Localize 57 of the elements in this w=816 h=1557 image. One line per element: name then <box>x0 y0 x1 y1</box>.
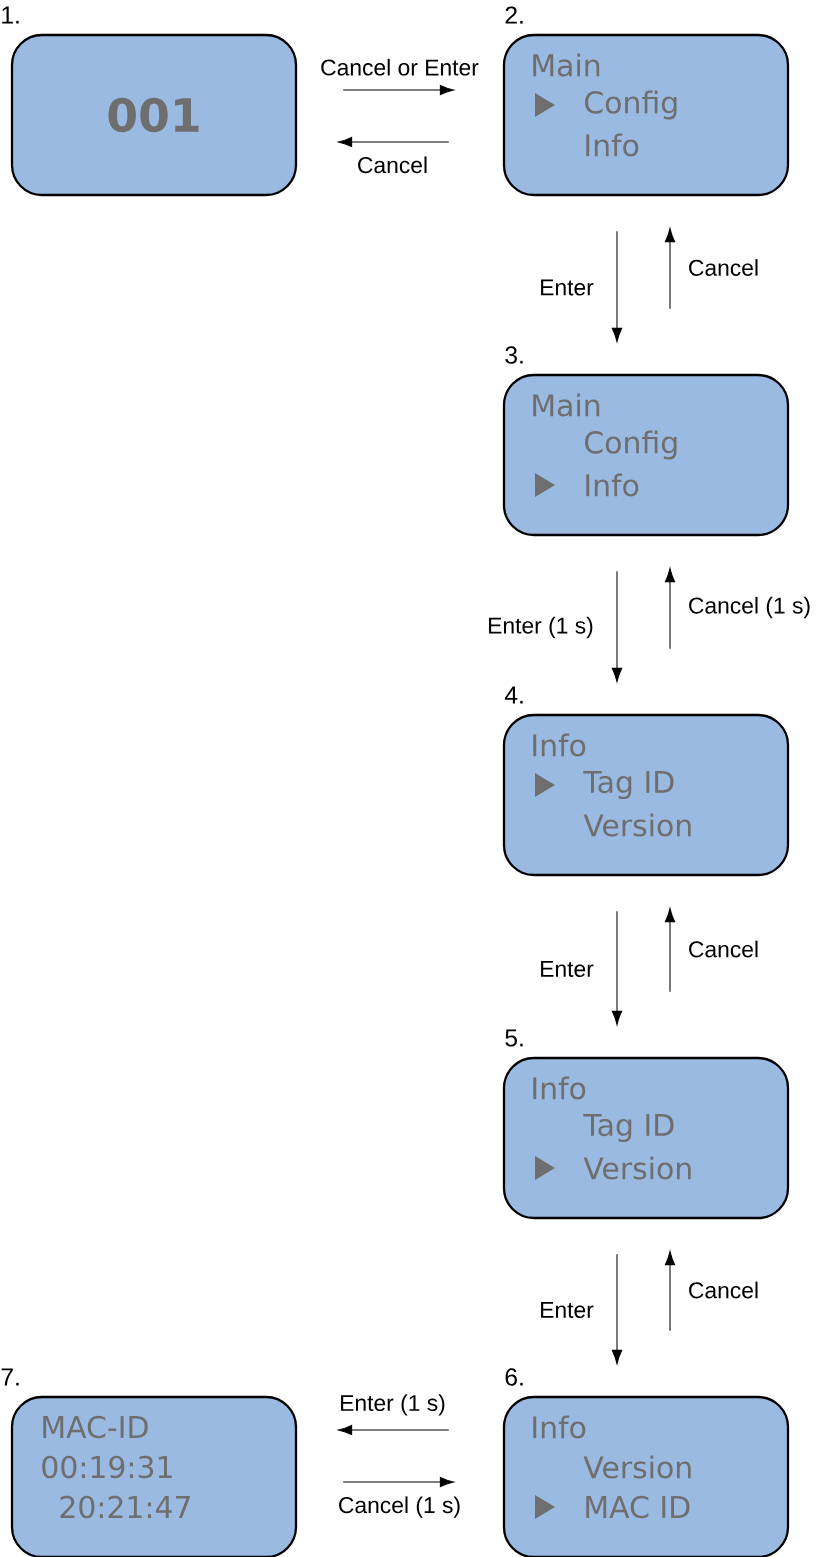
edge-label: Enter (1 s) <box>489 616 593 639</box>
step-number: 2. <box>505 6 523 24</box>
arrow <box>664 568 676 650</box>
step-number: 7. <box>1 1368 19 1386</box>
edge-label: Enter <box>541 279 594 296</box>
edge-label: Enter <box>541 1302 594 1318</box>
edge-label: Enter <box>541 961 594 977</box>
edge-label: Cancel (1 s) <box>339 1496 460 1518</box>
edge-label: Enter (1 s) <box>341 1394 445 1416</box>
arrow <box>611 230 623 343</box>
display-screen <box>10 1395 298 1557</box>
display-text: MAC ID <box>586 1495 690 1519</box>
edge-label: Cancel <box>689 940 758 958</box>
display-text: Version <box>583 1156 691 1180</box>
display-text: MAC-ID <box>43 1415 148 1439</box>
display-text: Config <box>585 90 677 120</box>
display-text: 001 <box>108 97 199 133</box>
display-text: Main <box>533 53 600 77</box>
step-number: 1. <box>2 6 19 24</box>
arrow <box>342 1476 455 1488</box>
display-text: Info <box>533 1415 586 1439</box>
arrow <box>342 84 455 96</box>
step-number: 5. <box>505 1029 523 1047</box>
arrow <box>611 570 623 683</box>
display-screen <box>502 1056 790 1220</box>
display-text: Version <box>583 1455 691 1479</box>
display-text: 00:19:31 <box>42 1455 172 1479</box>
display-screen <box>502 713 790 877</box>
arrow <box>611 910 623 1026</box>
display-text: Info <box>533 1076 586 1100</box>
edge-label: Cancel or Enter <box>321 58 479 76</box>
step-number: 6. <box>505 1368 523 1386</box>
display-text: Info <box>586 473 639 497</box>
display-text: 20:21:47 <box>60 1495 190 1519</box>
display-text: Info <box>586 133 639 157</box>
display-screen <box>502 1395 790 1557</box>
edge-label: Cancel <box>689 1281 758 1299</box>
edge-label: Cancel <box>358 156 427 174</box>
step-number: 3. <box>505 346 523 364</box>
display-screen <box>502 373 790 537</box>
step-number: 4. <box>504 686 523 704</box>
display-text: Tag ID <box>583 771 674 799</box>
edge-label: Cancel <box>689 259 758 276</box>
arrow <box>337 136 450 148</box>
display-text: Tag ID <box>583 1114 674 1142</box>
display-screen <box>502 33 790 197</box>
arrow <box>664 908 676 993</box>
arrow <box>611 1253 623 1365</box>
display-text: Config <box>585 430 677 460</box>
arrow <box>664 1251 676 1332</box>
arrow <box>664 228 676 310</box>
edge-label: Cancel (1 s) <box>689 596 810 619</box>
display-text: Info <box>533 733 586 757</box>
display-text: Version <box>583 813 691 837</box>
display-screen <box>10 33 298 197</box>
display-text: Main <box>533 393 600 417</box>
arrow <box>337 1424 450 1436</box>
